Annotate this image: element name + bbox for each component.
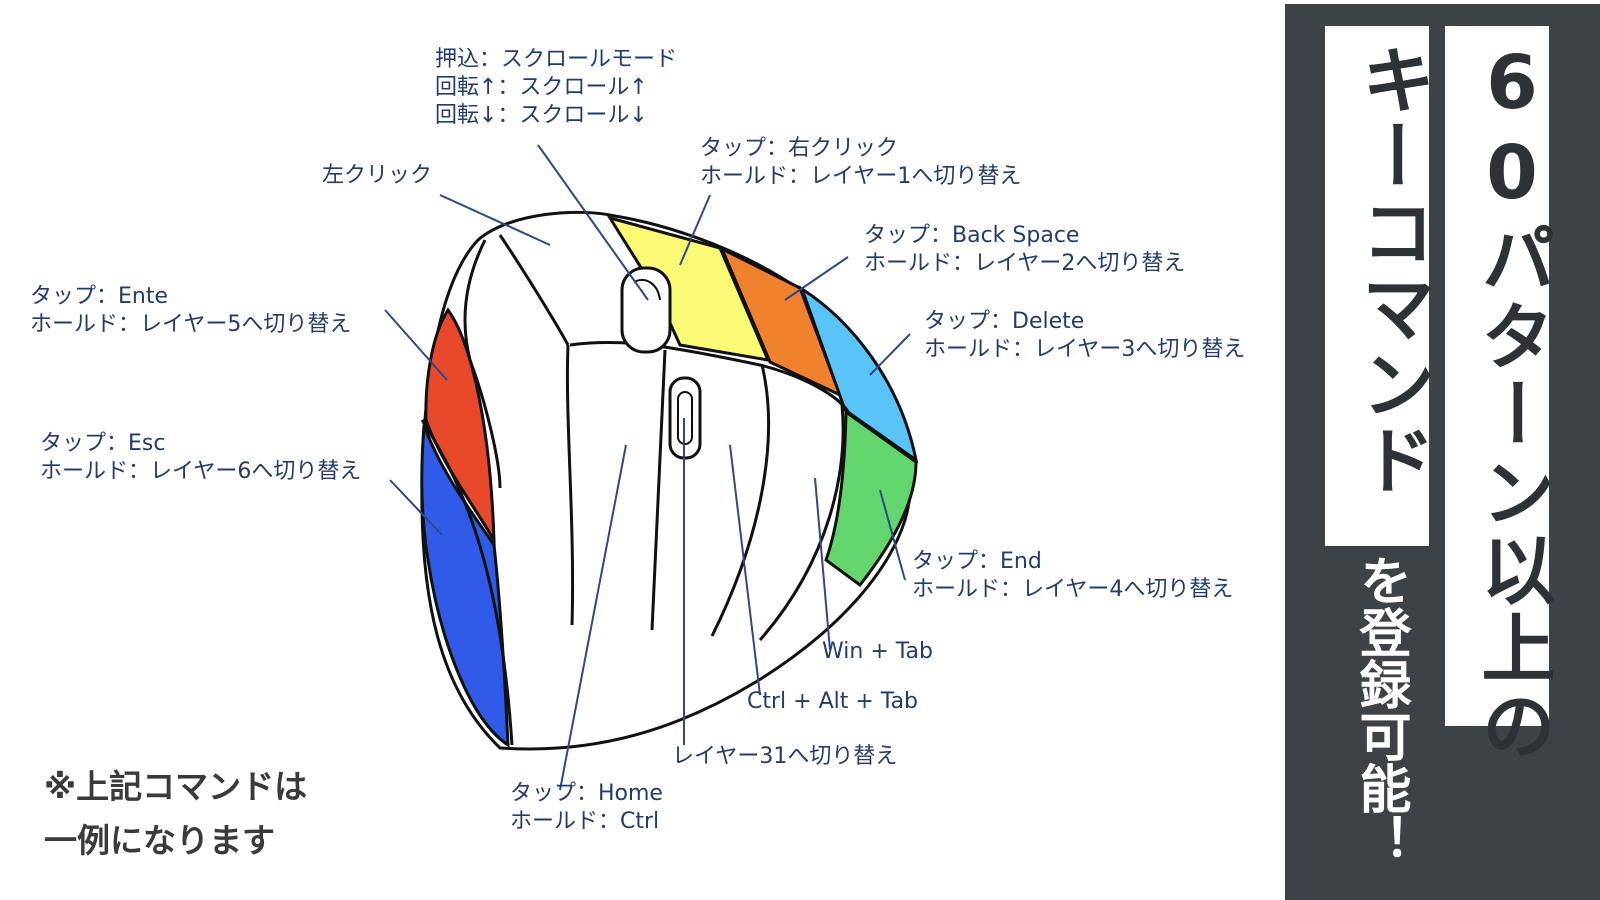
- label-home-1: タップ：Home: [510, 781, 663, 806]
- label-end-1: タップ：End: [912, 549, 1042, 574]
- disclaimer-note: ※上記コマンドは 一例になります: [44, 760, 444, 868]
- mouse-diagram: 押込：スクロールモード 回転↑：スクロール↑ 回転↓：スクロール↓ 左クリック …: [30, 47, 1245, 834]
- label-backspace-1: タップ：Back Space: [864, 223, 1079, 248]
- banner-box-key-command: キーコマンド: [1325, 26, 1435, 546]
- mouse-seams: [420, 234, 852, 746]
- region-esc: [420, 424, 510, 748]
- label-win-tab: Win + Tab: [822, 639, 933, 664]
- label-end-2: ホールド：レイヤー4へ切り替え: [912, 577, 1233, 602]
- label-esc-1: タップ：Esc: [40, 431, 165, 456]
- label-left-click: 左クリック: [322, 163, 432, 188]
- label-delete-1: タップ：Delete: [924, 309, 1084, 334]
- label-right-click-1: タップ：右クリック: [700, 136, 898, 161]
- label-wheel-1: 押込：スクロールモード: [435, 47, 677, 72]
- promo-banner: キーコマンド 60パターン以上の を登録可能！: [1285, 4, 1600, 900]
- label-right-click-2: ホールド：レイヤー1へ切り替え: [700, 164, 1021, 189]
- banner-text-60-patterns: 60パターン以上の: [1469, 40, 1555, 766]
- label-wheel-3: 回転↓：スクロール↓: [435, 103, 648, 128]
- banner-text-key-command: キーコマンド: [1349, 42, 1435, 498]
- label-delete-2: ホールド：レイヤー3へ切り替え: [924, 337, 1245, 362]
- label-enter-1: タップ：Ente: [30, 284, 168, 309]
- scroll-wheel: [620, 266, 672, 354]
- region-delete: [799, 285, 919, 464]
- label-layer31: レイヤー31へ切り替え: [672, 744, 897, 769]
- banner-subtext: を登録可能！: [1350, 554, 1410, 866]
- label-home-2: ホールド：Ctrl: [510, 809, 659, 834]
- banner-box-60-patterns: 60パターン以上の: [1445, 26, 1555, 766]
- leader-lines: [384, 144, 911, 791]
- label-enter-2: ホールド：レイヤー5へ切り替え: [30, 312, 351, 337]
- label-wheel-2: 回転↑：スクロール↑: [435, 75, 648, 100]
- note-line-2: 一例になります: [44, 821, 275, 860]
- region-end: [824, 409, 918, 588]
- scroll-wheel-inner: [633, 279, 661, 301]
- note-line-1: ※上記コマンドは: [44, 767, 308, 806]
- label-esc-2: ホールド：レイヤー6へ切り替え: [40, 459, 361, 484]
- label-backspace-2: ホールド：レイヤー2へ切り替え: [864, 251, 1185, 276]
- label-ctrl-alt-tab: Ctrl + Alt + Tab: [747, 689, 918, 714]
